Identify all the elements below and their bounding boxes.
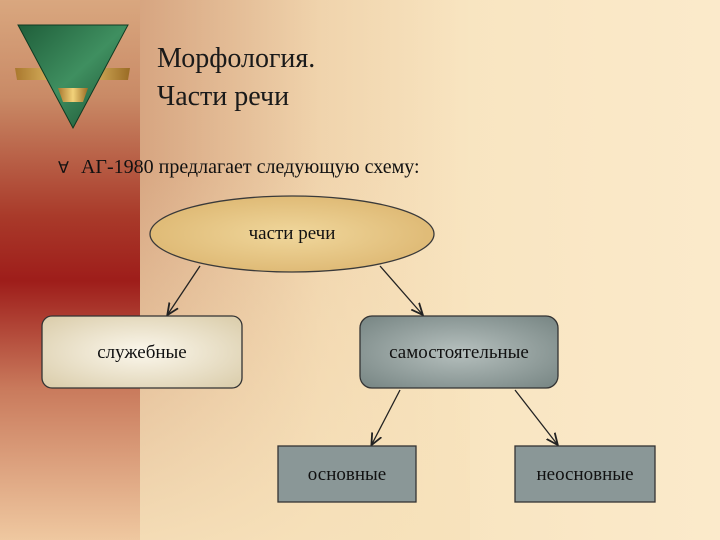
left-node-shape bbox=[41, 315, 243, 389]
leaf-right-shape bbox=[514, 445, 656, 503]
pyramid-logo-icon bbox=[15, 24, 130, 130]
root-node-shape bbox=[149, 195, 435, 273]
title-line-1: Морфология. bbox=[157, 43, 316, 74]
leaf-left-label: основные bbox=[307, 464, 387, 485]
title-line-2: Части речи bbox=[157, 81, 290, 112]
leaf-right-label: неосновные bbox=[536, 464, 634, 485]
right-node-shape bbox=[359, 315, 559, 389]
check-arrow-icon: ∀ bbox=[58, 158, 69, 177]
bullet-text: АГ-1980 предлагает следующую схему: bbox=[80, 156, 420, 178]
left-node-label: служебные bbox=[97, 342, 187, 363]
root-node-label: части речи bbox=[248, 223, 336, 244]
connector-root-left bbox=[168, 265, 201, 314]
leaf-left-shape bbox=[277, 445, 417, 503]
connector-root-right bbox=[379, 265, 422, 314]
connector-right-right bbox=[514, 389, 557, 444]
connector-right-left bbox=[372, 389, 401, 444]
slide-title: Морфология. Части речи bbox=[157, 40, 315, 116]
bullet-item: ∀ АГ-1980 предлагает следующую схему: bbox=[58, 156, 420, 179]
right-node-label: самостоятельные bbox=[389, 342, 529, 363]
